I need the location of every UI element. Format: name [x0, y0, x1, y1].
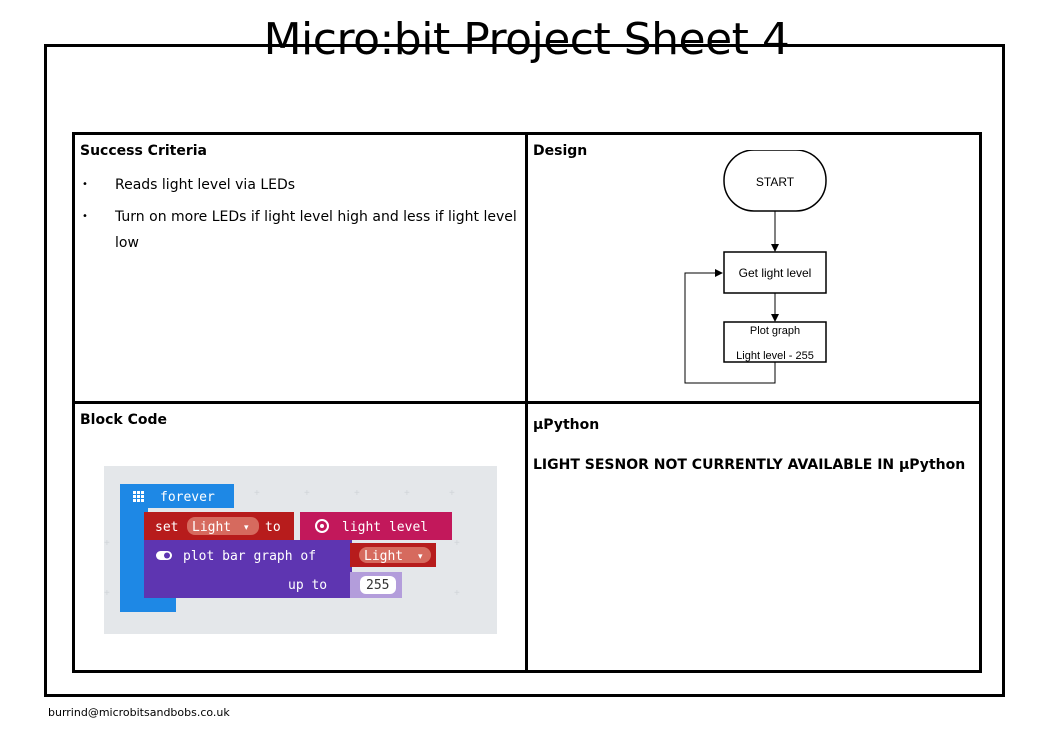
- to-label: to: [265, 520, 281, 535]
- target-icon: [315, 519, 329, 533]
- max-value: 255: [366, 578, 389, 593]
- upython-heading: μPython: [533, 417, 600, 433]
- list-item: •Turn on more LEDs if light level high a…: [80, 204, 520, 256]
- block-code-heading: Block Code: [80, 412, 167, 428]
- svg-text:+: +: [304, 488, 310, 499]
- block-code-image: + + + + + + + + + forever set Light ▾ to light …: [104, 466, 497, 634]
- svg-text:+: +: [454, 588, 460, 599]
- list-item: •Reads light level via LEDs: [80, 172, 520, 198]
- chevron-down-icon: ▾: [418, 551, 423, 561]
- loop-arrow: [684, 269, 776, 384]
- variable-dropdown: [187, 517, 259, 535]
- page-title: Micro:bit Project Sheet 4: [263, 14, 790, 65]
- success-criteria-heading: Success Criteria: [80, 143, 207, 159]
- blocks-canvas: + + + + + + + + + forever set Light ▾ to light …: [104, 484, 460, 612]
- svg-text:+: +: [254, 488, 260, 499]
- set-label: set: [155, 520, 178, 535]
- variable-dropdown-label: Light: [192, 520, 231, 535]
- svg-text:+: +: [354, 488, 360, 499]
- forever-label: forever: [160, 490, 215, 505]
- grid-icon-cells: [133, 491, 144, 502]
- light-level-label: light level: [342, 520, 428, 535]
- grid-divider-horizontal: [72, 401, 982, 404]
- canvas-grid: + + + + + + + + +: [104, 488, 460, 599]
- light-variable-label: Light: [364, 549, 403, 564]
- plot-graph-sublabel: Light level - 255: [736, 350, 814, 362]
- bullet-icon: •: [82, 211, 88, 222]
- footer-email: burrind@microbitsandbobs.co.uk: [48, 706, 230, 719]
- svg-text:+: +: [449, 488, 455, 499]
- get-light-node: [723, 251, 827, 294]
- svg-text:+: +: [104, 538, 110, 549]
- up-to-label: up to: [288, 578, 327, 593]
- plot-bar-graph-block: [144, 540, 352, 598]
- plot-graph-label: Plot graph: [750, 325, 800, 337]
- flowchart: START Get light level Plot graph Light l…: [684, 150, 827, 384]
- svg-text:+: +: [104, 588, 110, 599]
- light-level-block: [300, 512, 452, 540]
- start-label: START: [756, 175, 795, 189]
- upython-note: LIGHT SESNOR NOT CURRENTLY AVAILABLE IN …: [533, 457, 966, 473]
- design-heading: Design: [533, 143, 588, 159]
- toggle-knob: [164, 552, 170, 559]
- target-icon-dot: [320, 524, 324, 528]
- chevron-down-icon: ▾: [244, 522, 249, 532]
- bullet-icon: •: [82, 179, 88, 190]
- max-value-field: [360, 576, 396, 594]
- success-criteria-list: •Reads light level via LEDs •Turn on mor…: [80, 172, 520, 262]
- page-frame: [44, 44, 1005, 697]
- forever-block: [120, 484, 234, 612]
- get-light-label: Get light level: [739, 266, 812, 280]
- svg-text:+: +: [454, 538, 460, 549]
- light-variable-dropdown: [359, 547, 431, 563]
- plot-label: plot bar graph of: [183, 549, 316, 564]
- svg-text:+: +: [404, 488, 410, 499]
- plot-graph-node: [723, 321, 827, 363]
